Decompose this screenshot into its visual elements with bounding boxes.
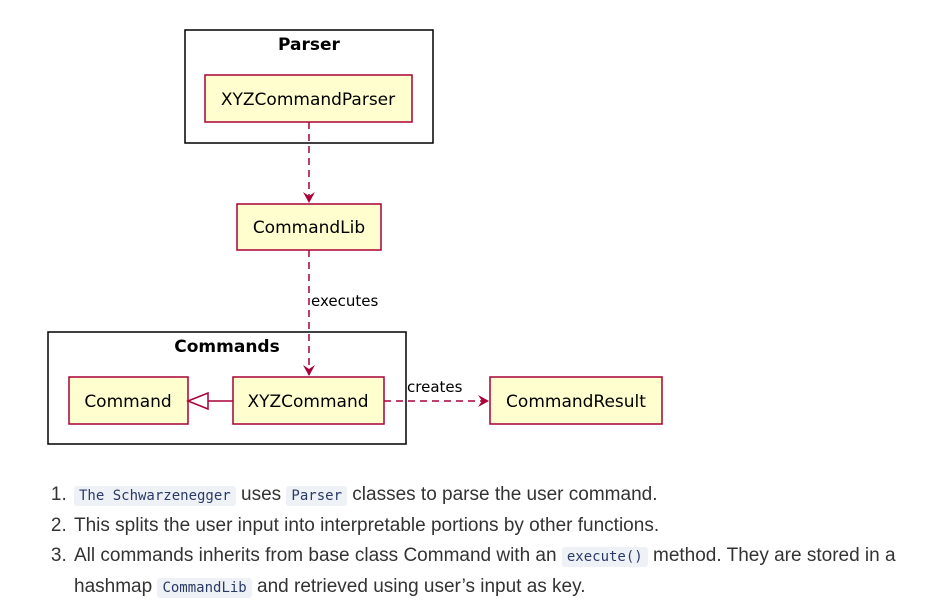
- step-3-text-3: and retrieved using user’s input as key.: [251, 576, 586, 597]
- step-2: This splits the user input into interpre…: [72, 511, 941, 541]
- command-class: Command: [68, 376, 189, 425]
- step-1-text-2: classes to parse the user command.: [347, 484, 658, 505]
- code-parser: Parser: [286, 486, 347, 506]
- command-result-class: CommandResult: [489, 376, 663, 425]
- command-lib-class: CommandLib: [236, 203, 382, 251]
- xyz-command-label: XYZCommand: [247, 392, 368, 412]
- step-1-text: uses: [235, 484, 287, 505]
- code-the-schwarzenegger: The Schwarzenegger: [74, 486, 236, 506]
- xyz-command-parser-label: XYZCommandParser: [221, 90, 395, 110]
- class-diagram: Parser XYZCommandParser CommandLib Comma…: [47, 29, 663, 445]
- command-lib-label: CommandLib: [253, 218, 365, 238]
- commands-package-title: Commands: [174, 337, 279, 357]
- command-label: Command: [84, 392, 171, 412]
- step-1: The Schwarzenegger uses Parser classes t…: [72, 480, 941, 511]
- steps-list: The Schwarzenegger uses Parser classes t…: [48, 480, 941, 603]
- executes-label: executes: [311, 292, 378, 310]
- xyz-command-parser-class: XYZCommandParser: [204, 74, 413, 123]
- step-3-text-2: method. They are stored in a hashmap: [74, 545, 896, 597]
- inheritance-arrow: [185, 391, 233, 411]
- creates-label: creates: [407, 378, 463, 396]
- step-3: All commands inherits from base class Co…: [72, 541, 941, 603]
- command-result-label: CommandResult: [506, 392, 646, 412]
- parser-package-title: Parser: [278, 35, 341, 55]
- xyz-command-class: XYZCommand: [232, 376, 385, 425]
- step-3-text: All commands inherits from base class Co…: [74, 545, 562, 566]
- code-execute: execute(): [561, 547, 648, 567]
- code-commandlib: CommandLib: [157, 578, 252, 598]
- step-2-text: This splits the user input into interpre…: [74, 515, 660, 536]
